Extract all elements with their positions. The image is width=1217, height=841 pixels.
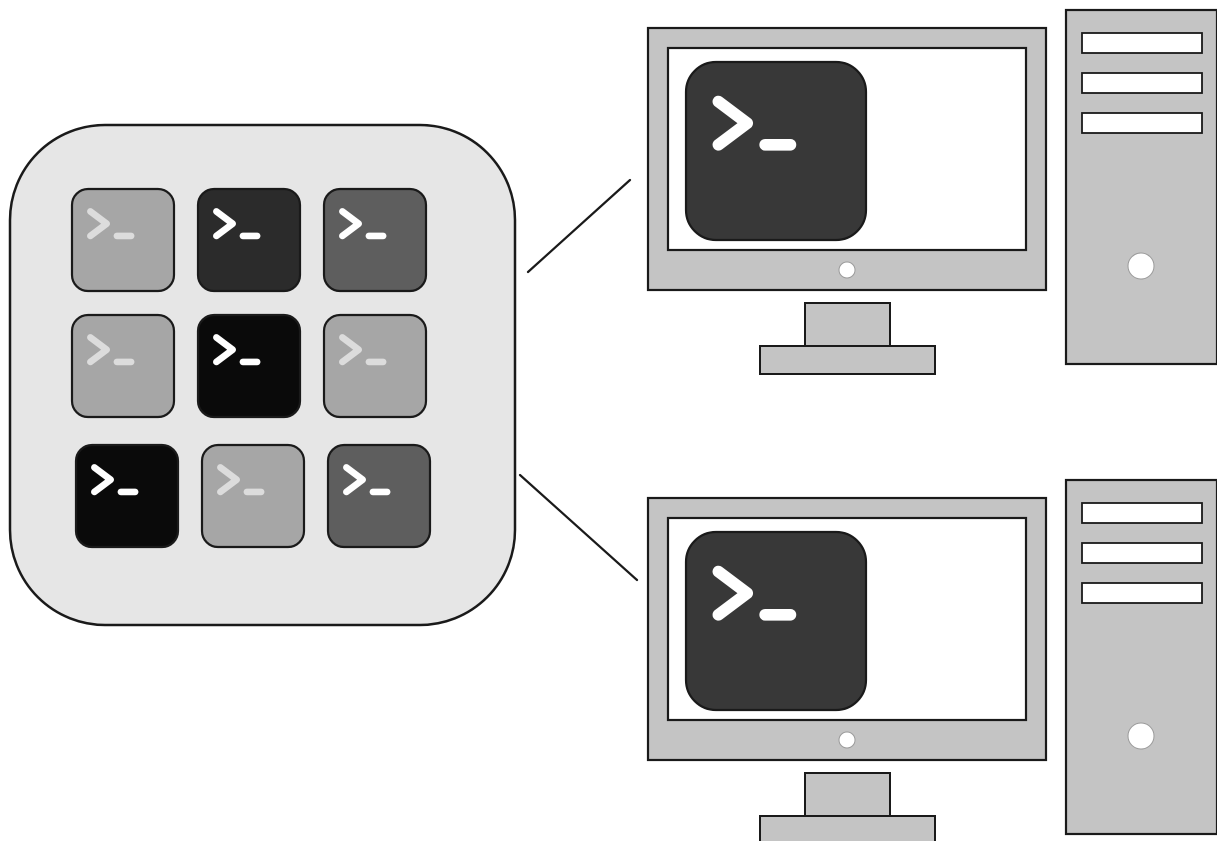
prompt-chevron-icon [339,208,362,240]
prompt-chevron-icon [217,464,240,496]
terminal-tile-1 [70,187,176,293]
desktop-tower-icon [1064,478,1217,836]
drive-bay-3 [1081,582,1203,604]
computer-bottom [646,478,1217,841]
terminal-tile-7 [74,443,180,549]
terminal-grid-panel [8,123,517,627]
terminal-tile-2 [196,187,302,293]
computers [646,8,1217,841]
terminal-tile-8 [200,443,306,549]
terminal-tile-9 [326,443,432,549]
prompt-chevron-icon [712,95,754,151]
terminal-tile-background [70,313,176,419]
prompt-chevron-icon [87,208,110,240]
monitor-stand-neck [804,302,891,350]
monitor-power-icon [838,261,856,279]
prompt-chevron-icon [87,334,110,366]
drive-bay-1 [1081,32,1203,54]
monitor-power-icon [838,731,856,749]
terminal-tile-6 [322,313,428,419]
connector-to-bottom-computer [518,473,639,582]
prompt-chevron-icon [343,464,366,496]
desktop-tower-icon [1064,8,1217,366]
drive-bay-1 [1081,502,1203,524]
terminal-tile-background [200,443,306,549]
prompt-chevron-icon [213,334,236,366]
monitor-stand-base [759,345,936,375]
prompt-chevron-icon [712,565,754,621]
terminal-tile-3 [322,187,428,293]
terminal-tile-5 [196,313,302,419]
monitor-stand-base [759,815,936,841]
drive-bay-3 [1081,112,1203,134]
terminal-tile-background [70,187,176,293]
tower-power-button-icon [1127,722,1155,750]
tower-power-button-icon [1127,252,1155,280]
computer-top [646,8,1217,375]
screen-terminal-icon [684,530,868,712]
terminal-tile-background [326,443,432,549]
drive-bay-2 [1081,542,1203,564]
prompt-chevron-icon [91,464,114,496]
terminal-tile-background [196,313,302,419]
prompt-chevron-icon [339,334,362,366]
screen-terminal-icon [684,60,868,242]
terminal-tile-background [74,443,180,549]
connector-to-top-computer [526,178,632,274]
terminal-tile-background [322,187,428,293]
terminal-tile-background [684,60,868,242]
prompt-chevron-icon [213,208,236,240]
monitor-stand-neck [804,772,891,820]
terminal-tile-background [322,313,428,419]
terminal-tile-background [684,530,868,712]
drive-bay-2 [1081,72,1203,94]
terminal-tile-background [196,187,302,293]
terminal-tile-4 [70,313,176,419]
connectors [518,178,639,582]
